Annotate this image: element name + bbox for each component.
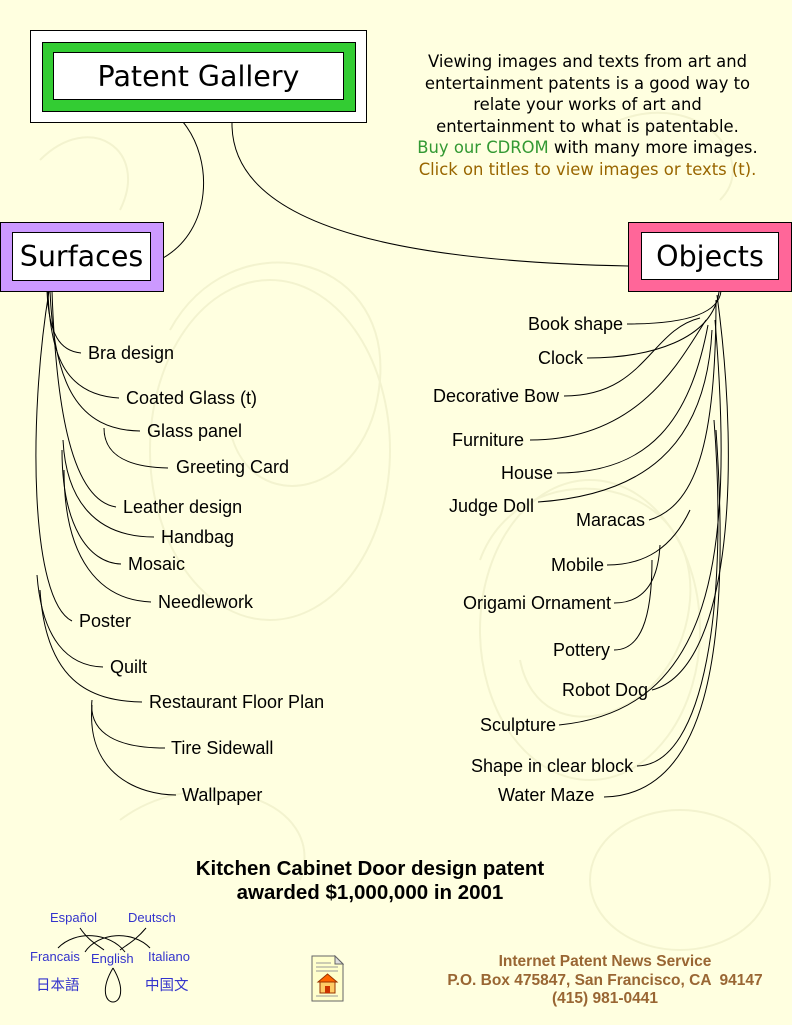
language-link-deutsch[interactable]: Deutsch: [128, 910, 176, 926]
document-house-icon[interactable]: [311, 955, 344, 1002]
language-link-espanol[interactable]: Español: [50, 910, 97, 926]
language-link-chinese[interactable]: 中国文: [145, 977, 189, 995]
language-link-english[interactable]: English: [91, 951, 134, 967]
language-link-francais[interactable]: Francais: [30, 949, 80, 965]
contact-address: P.O. Box 475847, San Francisco, CA 94147: [430, 972, 780, 991]
contact-name: Internet Patent News Service: [430, 953, 780, 972]
contact-phone: (415) 981-0441: [430, 990, 780, 1009]
language-link-japanese[interactable]: 日本語: [36, 977, 80, 995]
contact-info: Internet Patent News Service P.O. Box 47…: [430, 953, 780, 1009]
language-link-italiano[interactable]: Italiano: [148, 949, 190, 965]
